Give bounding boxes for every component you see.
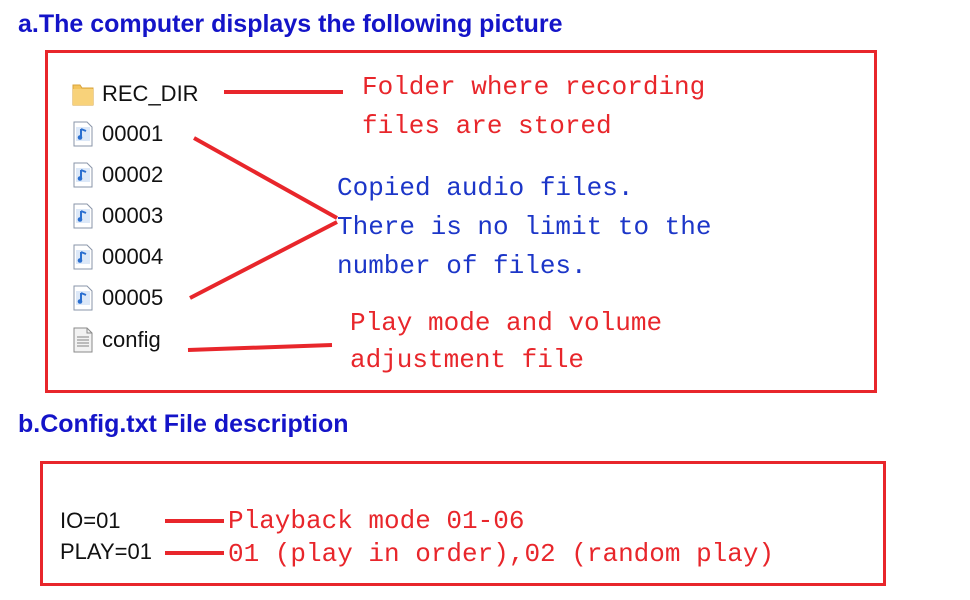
file-listing-frame [45,50,877,393]
config-note-line-2: adjustment file [350,345,585,375]
file-item-00003[interactable]: 00003 [72,201,163,231]
audio-note-line-3: number of files. [337,251,587,281]
folder-note-line-2: files are stored [362,111,612,141]
file-item-00002[interactable]: 00002 [72,160,163,190]
file-name: 00004 [102,244,164,269]
file-name: 00001 [102,121,164,146]
section-a-heading: a.The computer displays the following pi… [18,10,563,38]
text-file-icon [73,327,93,353]
audio-note-line-2: There is no limit to the [337,212,712,242]
file-name: 00005 [102,285,164,310]
config-line-play: PLAY=01 [60,539,152,564]
file-name: 00003 [102,203,164,228]
file-item-00005[interactable]: 00005 [72,283,163,313]
file-name: config [102,327,161,352]
config-line-io: IO=01 [60,508,121,533]
audio-note-line-1: Copied audio files. [337,173,634,203]
config-note-line-1: Play mode and volume [350,308,663,338]
audio-file-icon [73,285,93,311]
folder-note-line-1: Folder where recording [362,72,706,102]
audio-file-icon [73,121,93,147]
file-item-00001[interactable]: 00001 [72,119,163,149]
audio-file-icon [73,244,93,270]
config-description-frame [40,461,886,586]
file-item-00004[interactable]: 00004 [72,242,163,272]
file-name: 00002 [102,162,164,187]
play-note: 01 (play in order),02 (random play) [228,539,775,569]
folder-icon [72,84,94,106]
audio-file-icon [73,203,93,229]
file-name: REC_DIR [102,81,199,106]
section-b-heading: b.Config.txt File description [18,410,349,438]
file-item-rec-dir[interactable]: REC_DIR [72,79,199,109]
file-item-config[interactable]: config [72,325,161,355]
io-note: Playback mode 01-06 [228,506,525,536]
audio-file-icon [73,162,93,188]
